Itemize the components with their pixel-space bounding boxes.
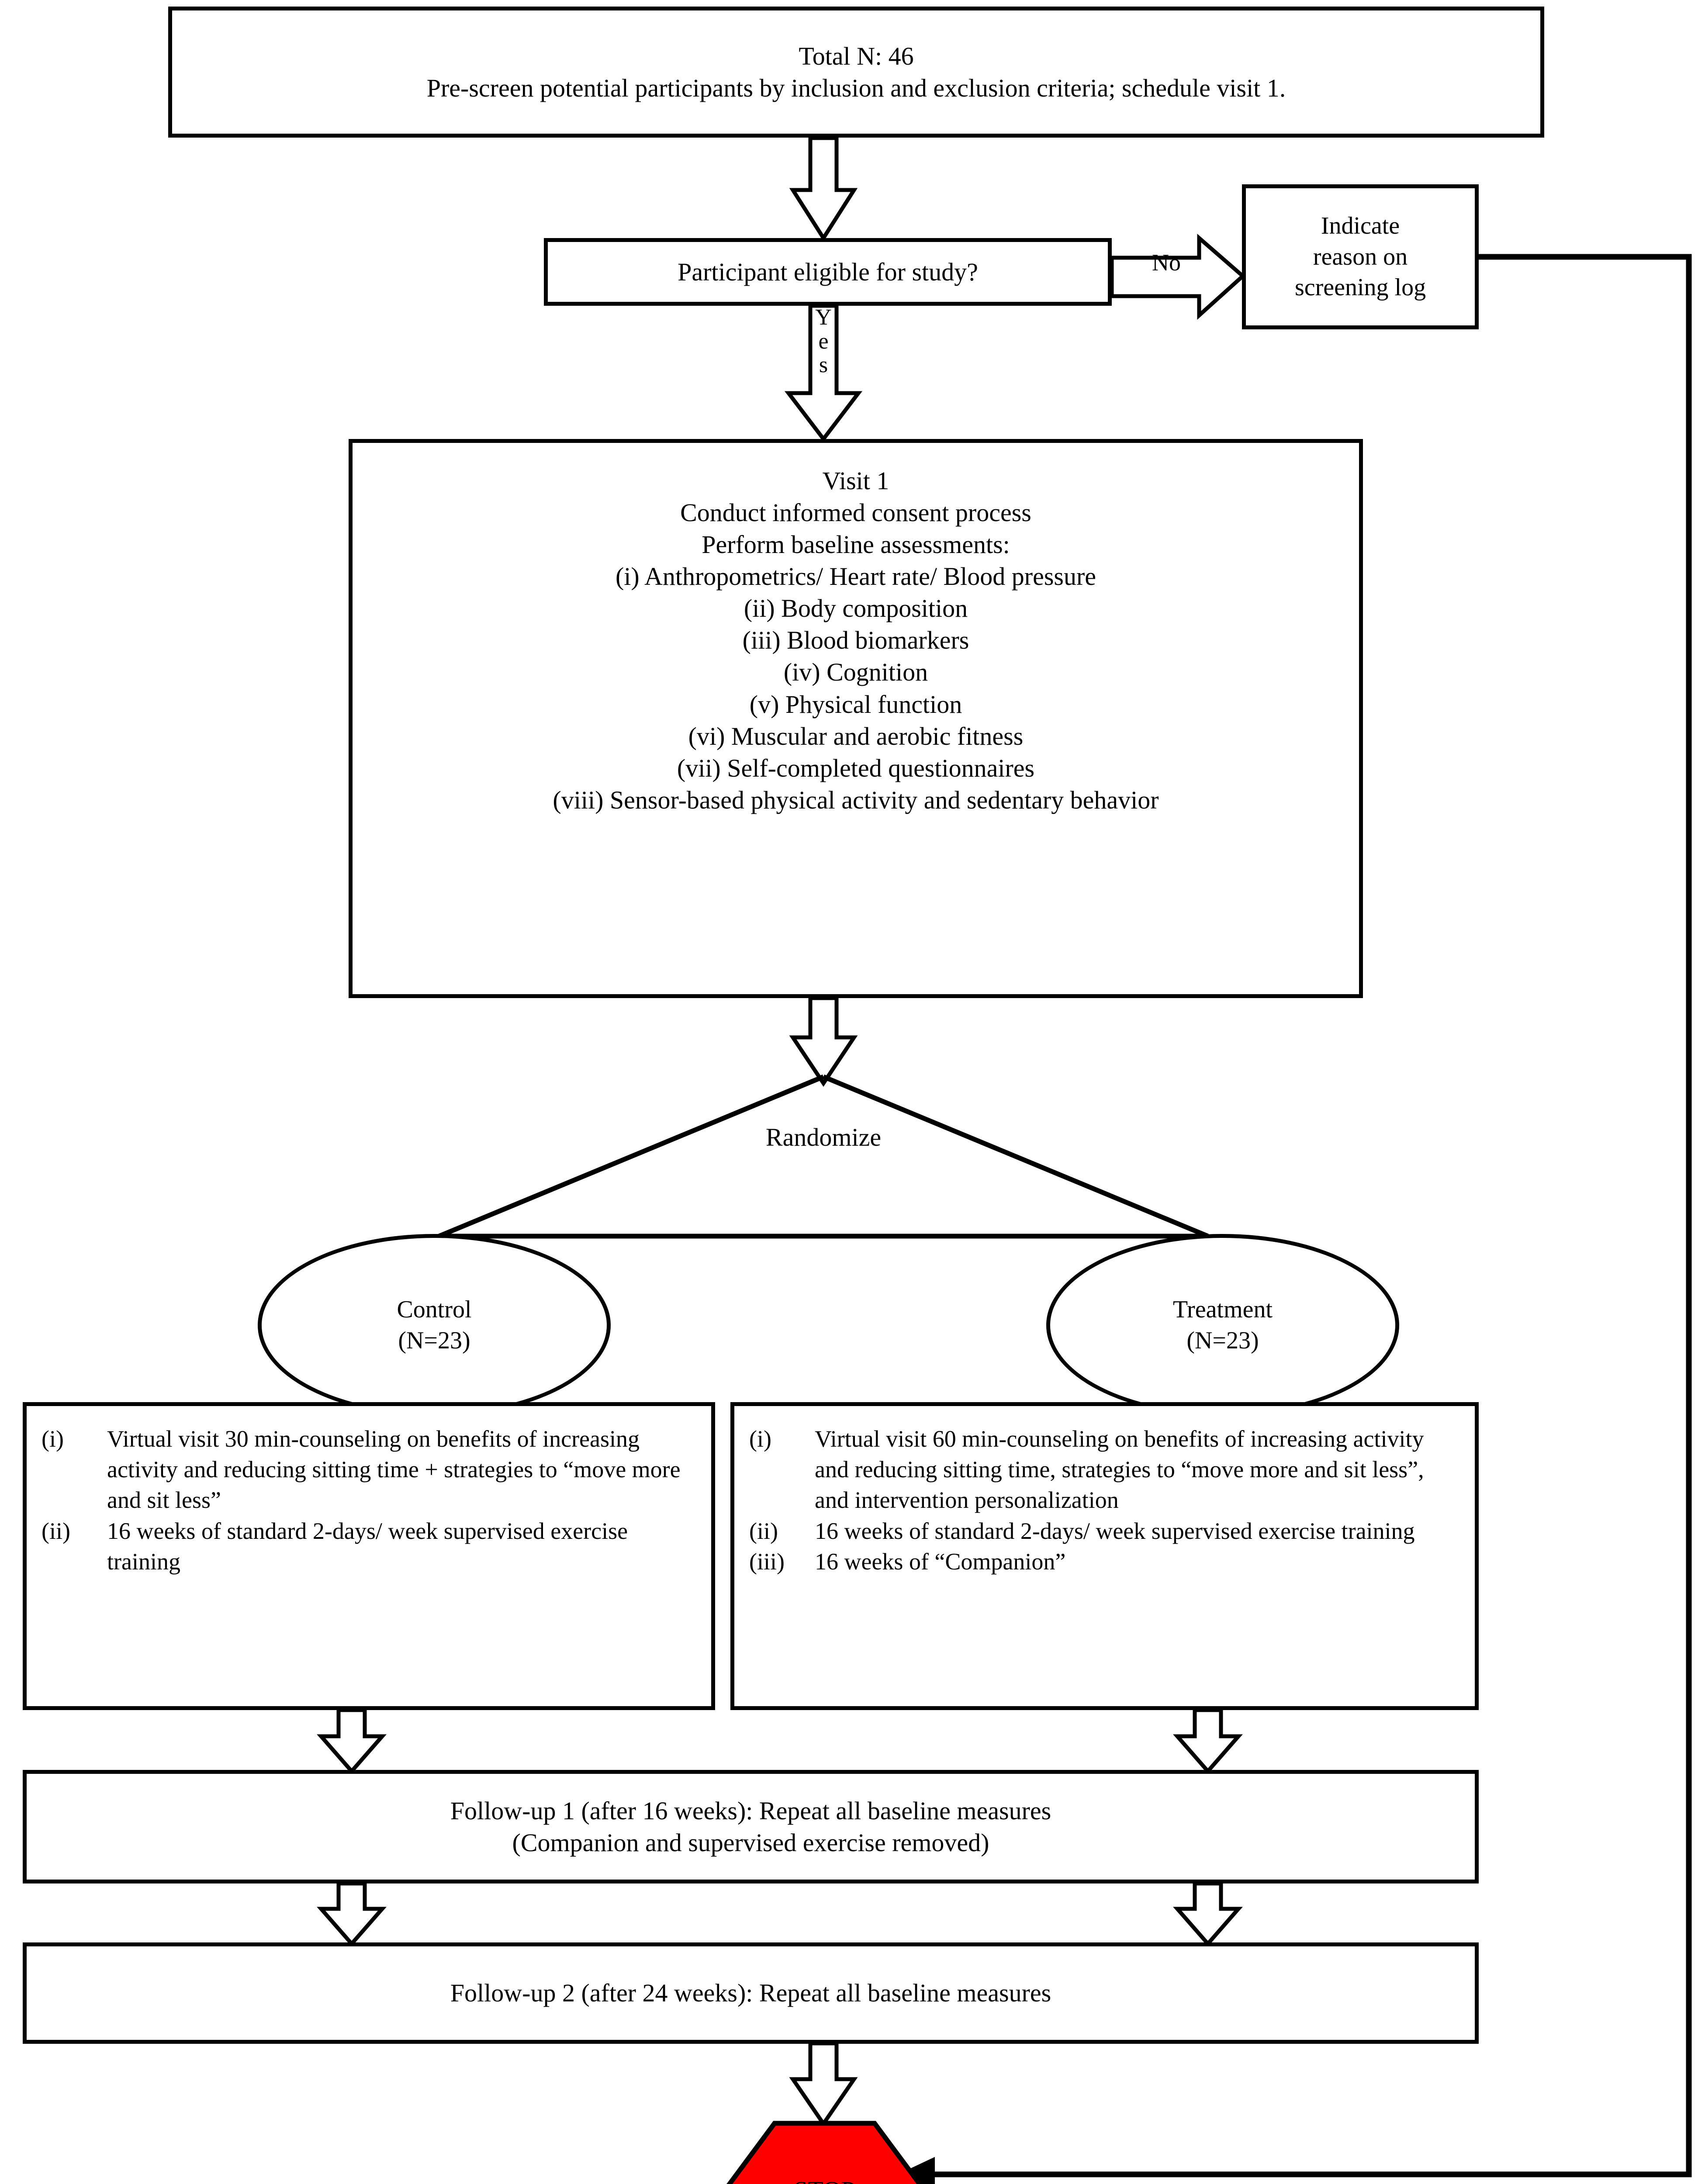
- screening-log-line-1: Indicate: [1321, 212, 1400, 240]
- control-arm-label: Control: [397, 1296, 472, 1324]
- arrow-prescreen-to-eligibility: [789, 136, 858, 242]
- control-item-marker: (ii): [42, 1517, 70, 1544]
- visit1-assessment-item: (iv) Cognition: [783, 658, 928, 687]
- arrow-visit1-to-randomize: [789, 996, 858, 1087]
- list-item: (ii) 16 weeks of standard 2-days/ week s…: [42, 1516, 696, 1577]
- treatment-item-marker: (iii): [749, 1548, 785, 1575]
- arrow-followup1-to-followup2-left: [317, 1881, 387, 1947]
- prescreen-total-n: Total N: 46: [799, 41, 914, 70]
- randomize-label: Randomize: [765, 1123, 882, 1151]
- randomize-edge-left: [438, 1074, 825, 1239]
- visit1-assessment-item: (iii) Blood biomarkers: [742, 626, 969, 655]
- edge-label-no: No: [1152, 249, 1181, 276]
- followup1-box: Follow-up 1 (after 16 weeks): Repeat all…: [23, 1770, 1479, 1883]
- visit1-assessment-item: (ii) Body composition: [744, 594, 968, 623]
- list-item: (ii) 16 weeks of standard 2-days/ week s…: [749, 1516, 1460, 1546]
- stop-node: STOP: [723, 2121, 926, 2184]
- followup2-box: Follow-up 2 (after 24 weeks): Repeat all…: [23, 1942, 1479, 2044]
- edge-label-yes-e: e: [818, 328, 829, 354]
- visit1-assessment-item: (v) Physical function: [749, 690, 962, 719]
- visit1-assessment-item: (viii) Sensor-based physical activity an…: [553, 785, 1159, 814]
- visit1-assessment-item: (i) Anthropometrics/ Heart rate/ Blood p…: [615, 562, 1096, 591]
- visit1-baseline-line: Perform baseline assessments:: [702, 530, 1010, 559]
- visit1-box: Visit 1 Conduct informed consent process…: [349, 439, 1363, 998]
- eligibility-box: Participant eligible for study?: [544, 238, 1112, 306]
- edge-label-yes-y: Y: [815, 305, 832, 330]
- treatment-item-marker: (i): [749, 1426, 771, 1452]
- list-item: (iii) 16 weeks of “Companion”: [749, 1546, 1460, 1577]
- stop-hexagon-shape: [726, 2121, 923, 2184]
- treatment-item-marker: (ii): [749, 1517, 778, 1544]
- prescreen-box: Total N: 46 Pre-screen potential partici…: [168, 7, 1544, 138]
- list-item: (i) Virtual visit 30 min-counseling on b…: [42, 1424, 696, 1516]
- treatment-item-text: Virtual visit 60 min-counseling on benef…: [815, 1426, 1424, 1514]
- control-arm-ellipse: Control (N=23): [258, 1234, 611, 1417]
- arrow-followup1-to-followup2-right: [1173, 1881, 1243, 1947]
- treatment-item-text: 16 weeks of standard 2-days/ week superv…: [815, 1517, 1415, 1544]
- eligibility-question: Participant eligible for study?: [678, 257, 978, 286]
- control-item-text: 16 weeks of standard 2-days/ week superv…: [107, 1517, 628, 1575]
- control-item-text: Virtual visit 30 min-counseling on benef…: [107, 1426, 681, 1514]
- arrow-control-tasks-to-followup1: [317, 1708, 387, 1774]
- list-item: (i) Virtual visit 60 min-counseling on b…: [749, 1424, 1460, 1516]
- edge-label-yes-s: s: [819, 352, 828, 378]
- followup1-line-2: (Companion and supervised exercise remov…: [512, 1828, 989, 1857]
- treatment-arm-label: Treatment: [1172, 1296, 1273, 1324]
- treatment-arm-ellipse: Treatment (N=23): [1046, 1234, 1399, 1417]
- arrow-followup2-to-stop: [789, 2041, 858, 2127]
- treatment-tasks-box: (i) Virtual visit 60 min-counseling on b…: [730, 1402, 1479, 1710]
- visit1-heading: Visit 1: [822, 467, 889, 495]
- prescreen-description: Pre-screen potential participants by inc…: [426, 74, 1286, 102]
- control-tasks-box: (i) Virtual visit 30 min-counseling on b…: [23, 1402, 715, 1710]
- screening-log-line-3: screening log: [1294, 274, 1426, 301]
- followup1-line-1: Follow-up 1 (after 16 weeks): Repeat all…: [450, 1796, 1051, 1825]
- control-arm-count: (N=23): [398, 1327, 470, 1354]
- arrow-treatment-tasks-to-followup1: [1173, 1708, 1243, 1774]
- control-item-marker: (i): [42, 1426, 64, 1452]
- treatment-item-text: 16 weeks of “Companion”: [815, 1548, 1066, 1575]
- edge-label-yes: Y e s: [806, 305, 841, 378]
- screening-log-line-2: reason on: [1313, 243, 1408, 270]
- visit1-assessment-item: (vi) Muscular and aerobic fitness: [688, 722, 1024, 750]
- followup2-line-1: Follow-up 2 (after 24 weeks): Repeat all…: [450, 1979, 1051, 2008]
- visit1-consent-line: Conduct informed consent process: [680, 498, 1031, 527]
- randomize-edge-right: [822, 1074, 1209, 1239]
- treatment-arm-count: (N=23): [1186, 1327, 1259, 1354]
- visit1-assessment-item: (vii) Self-completed questionnaires: [677, 753, 1035, 782]
- screening-log-box: Indicate reason on screening log: [1242, 184, 1479, 329]
- stop-label: STOP: [723, 2176, 926, 2184]
